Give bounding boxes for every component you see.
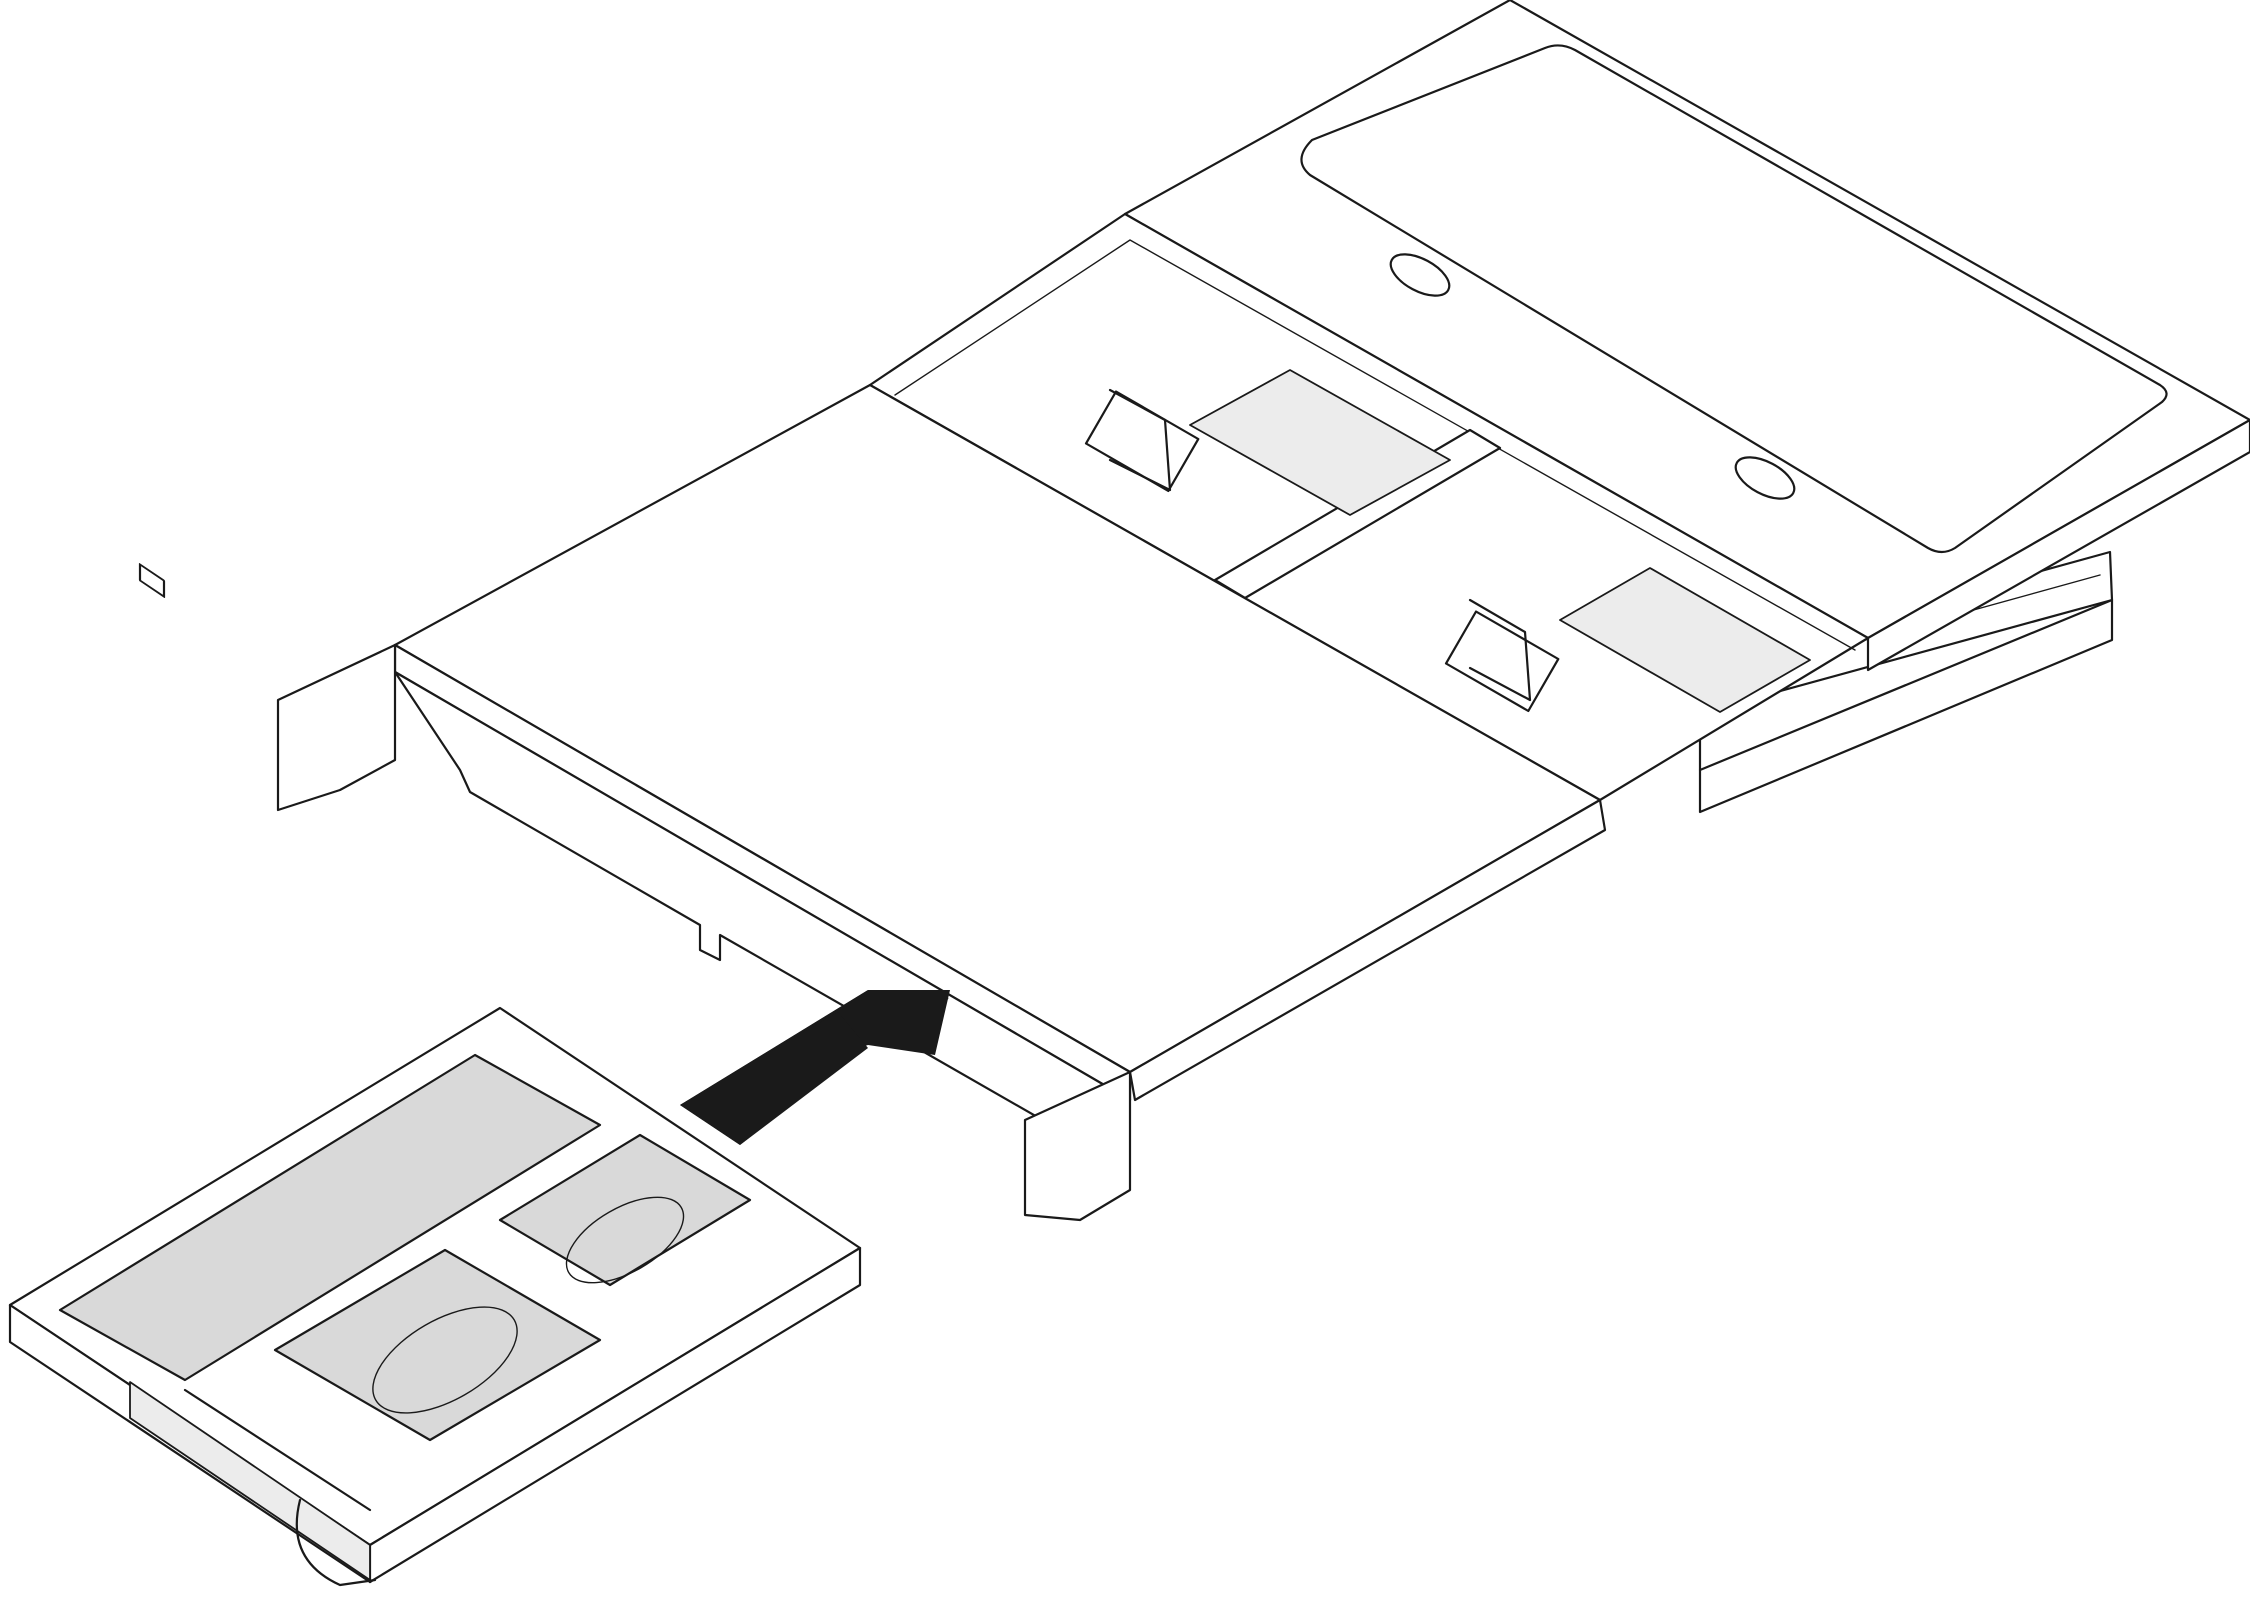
fan-ring [372,1306,518,1414]
cover-latch-hole [1734,456,1796,500]
port [138,563,166,598]
module-fan-housing [273,1248,602,1442]
cover-window [1300,44,2168,554]
fan-ring [565,1196,685,1284]
left-mounting-ear [276,643,397,812]
module-panel [58,1053,602,1382]
fan-bay [868,212,1870,802]
module-illustration [8,563,862,1587]
pull-handle [295,1498,377,1587]
right-mounting-ear [1023,1070,1132,1222]
chassis-illustration [276,0,2250,1222]
cover-latch-hole [1389,253,1451,297]
module-fan-housing [498,1133,752,1287]
module-heat-bar [183,1388,372,1512]
